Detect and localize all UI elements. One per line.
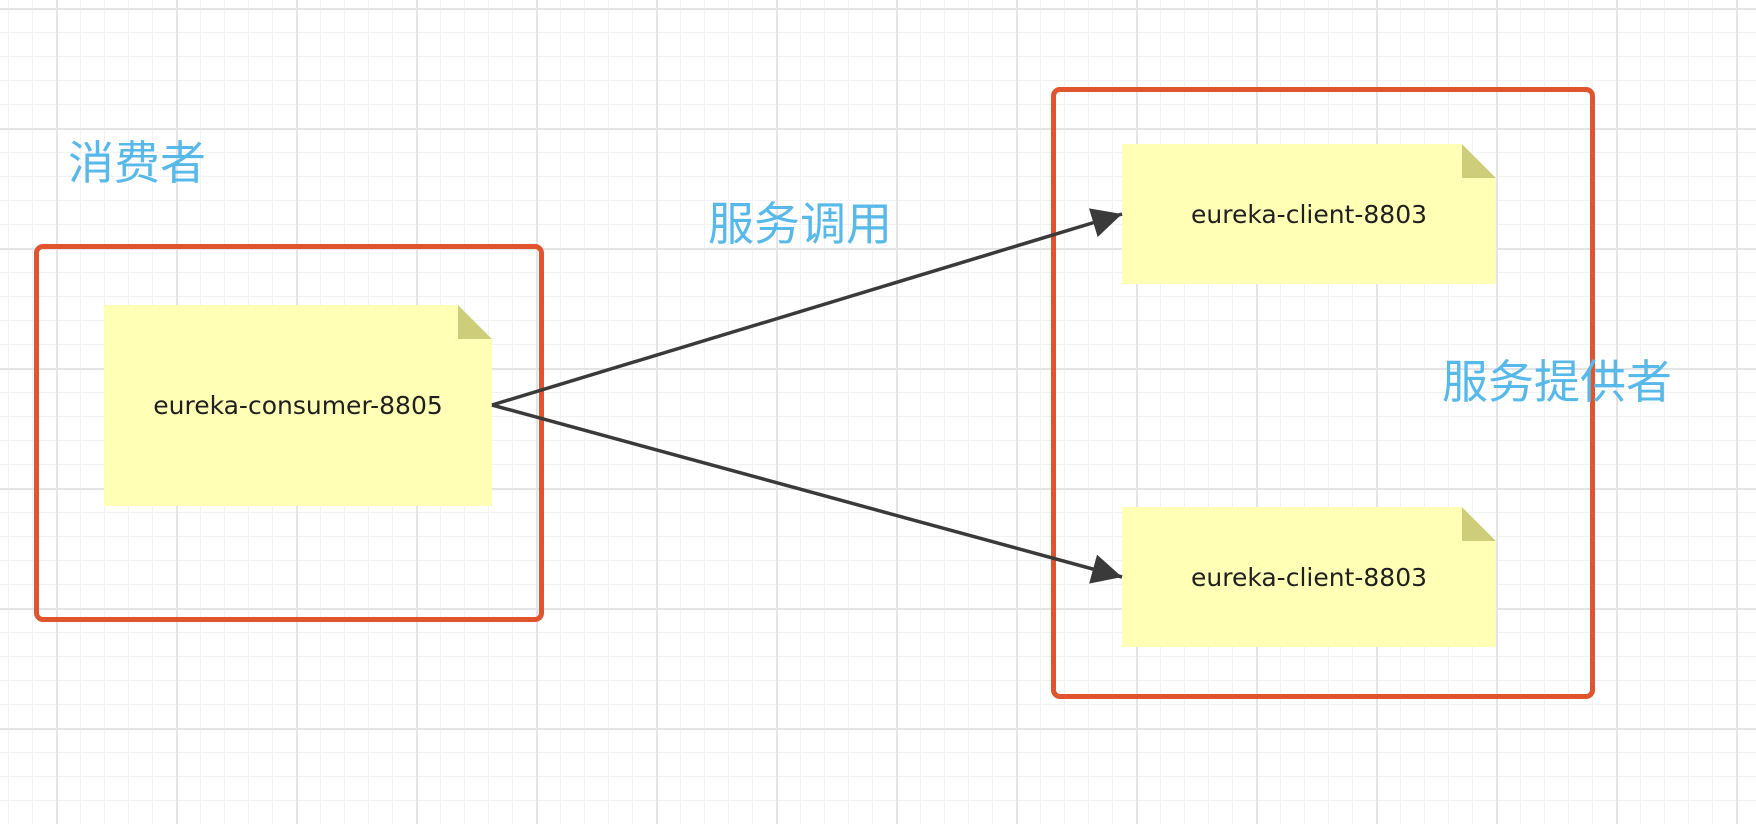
consumer-node-label: eureka-consumer-8805 (153, 391, 443, 420)
call-arrow-to-provider-2[interactable] (491, 403, 1123, 584)
provider-label: 服务提供者 (1442, 355, 1672, 409)
service-call-label: 服务调用 (708, 197, 892, 251)
consumer-label: 消费者 (68, 136, 206, 190)
provider-node-label: eureka-client-8803 (1190, 199, 1428, 229)
provider-node-label: eureka-client-8803 (1190, 562, 1428, 592)
consumer-node[interactable]: eureka-consumer-8805 (104, 305, 492, 506)
provider-node-2[interactable]: eureka-client-8803 (1122, 507, 1496, 647)
provider-node-1[interactable]: eureka-client-8803 (1122, 144, 1496, 284)
